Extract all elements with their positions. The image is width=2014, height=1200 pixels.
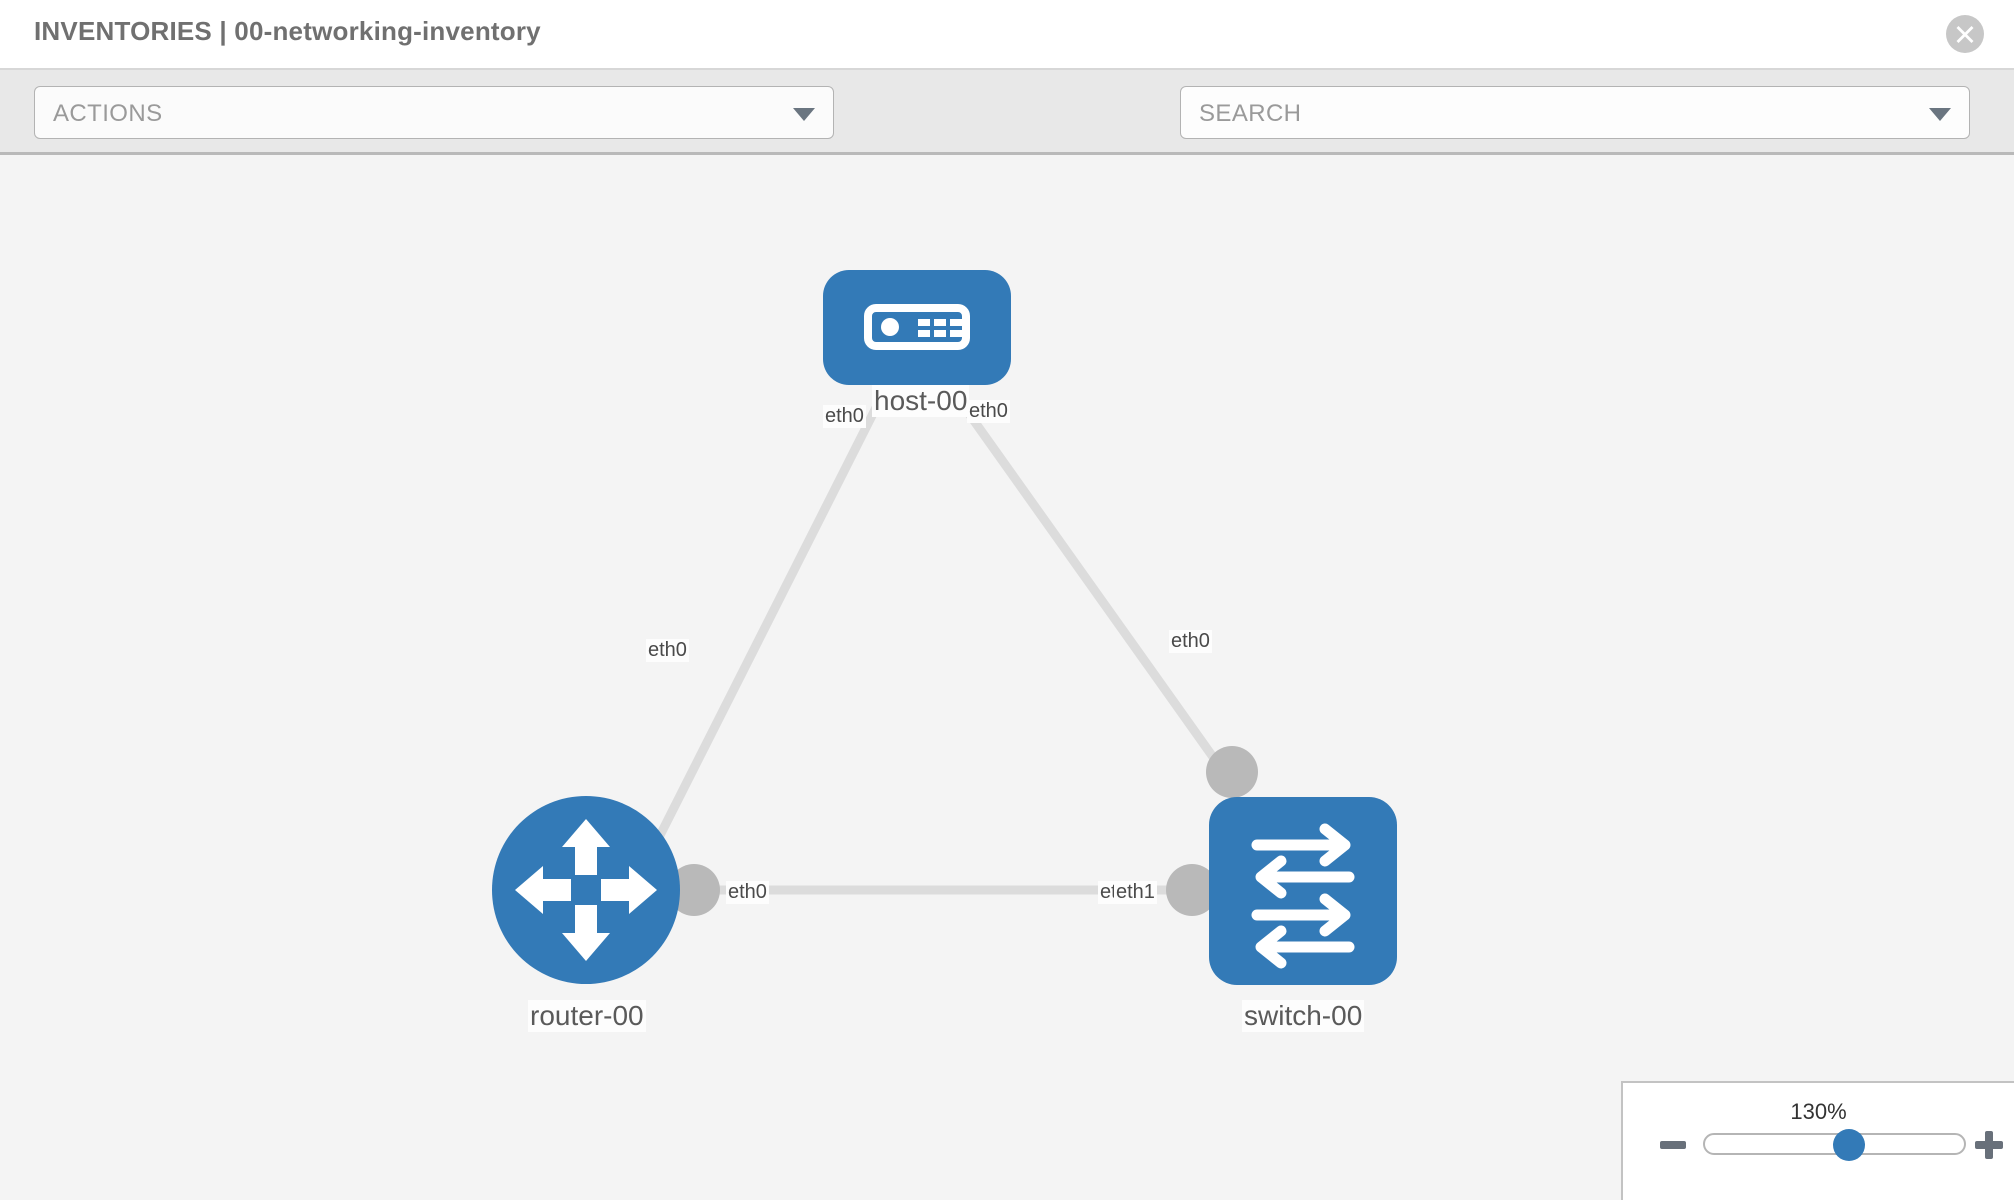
switch-icon xyxy=(1251,823,1355,969)
node-switch-00[interactable] xyxy=(1209,797,1397,985)
connector-router-right xyxy=(694,864,720,916)
edge-label-switch-left-b: eth1 xyxy=(1114,881,1157,904)
plus-icon[interactable] xyxy=(1975,1131,2003,1159)
zoom-level-value: 130% xyxy=(1790,1099,1847,1124)
edge-label-router-up: eth0 xyxy=(646,639,689,662)
node-host-00[interactable] xyxy=(823,270,1011,385)
connector-switch-top xyxy=(1206,746,1258,798)
minus-icon[interactable] xyxy=(1660,1141,1686,1149)
zoom-control-panel: 130% xyxy=(1621,1081,2014,1200)
edge-label-switch-up: eth0 xyxy=(1169,630,1212,653)
node-label-switch-00: switch-00 xyxy=(1242,1000,1365,1032)
server-icon xyxy=(864,304,970,350)
topology-graph xyxy=(492,270,1397,985)
router-icon xyxy=(515,819,657,961)
link-host-switch[interactable] xyxy=(941,377,1244,798)
edge-label-router-right: eth0 xyxy=(726,881,769,904)
search-input[interactable]: SEARCH xyxy=(1180,86,1970,139)
page-header: INVENTORIES | 00-networking-inventory xyxy=(0,0,2014,70)
actions-dropdown-label: ACTIONS xyxy=(53,100,163,127)
node-label-host-00: host-00 xyxy=(872,385,970,417)
toolbar: ACTIONS SEARCH xyxy=(0,70,2014,204)
link-host-router[interactable] xyxy=(635,377,895,878)
search-placeholder: SEARCH xyxy=(1199,100,1302,127)
topology-canvas[interactable]: host-00 router-00 switch-00 eth0 eth0 et… xyxy=(0,155,2014,1200)
chevron-down-icon[interactable] xyxy=(1929,108,1951,121)
node-label-router-00: router-00 xyxy=(528,1000,646,1032)
edge-label-host-left: eth0 xyxy=(823,405,866,428)
connector-switch-left xyxy=(1166,864,1218,916)
node-router-00[interactable] xyxy=(492,796,680,984)
page-title: INVENTORIES | 00-networking-inventory xyxy=(34,16,541,46)
edge-label-host-right: eth0 xyxy=(967,400,1010,423)
chevron-down-icon xyxy=(793,108,815,121)
zoom-slider-handle[interactable] xyxy=(1833,1129,1865,1161)
close-icon[interactable] xyxy=(1946,15,1984,53)
actions-dropdown[interactable]: ACTIONS xyxy=(34,86,834,139)
